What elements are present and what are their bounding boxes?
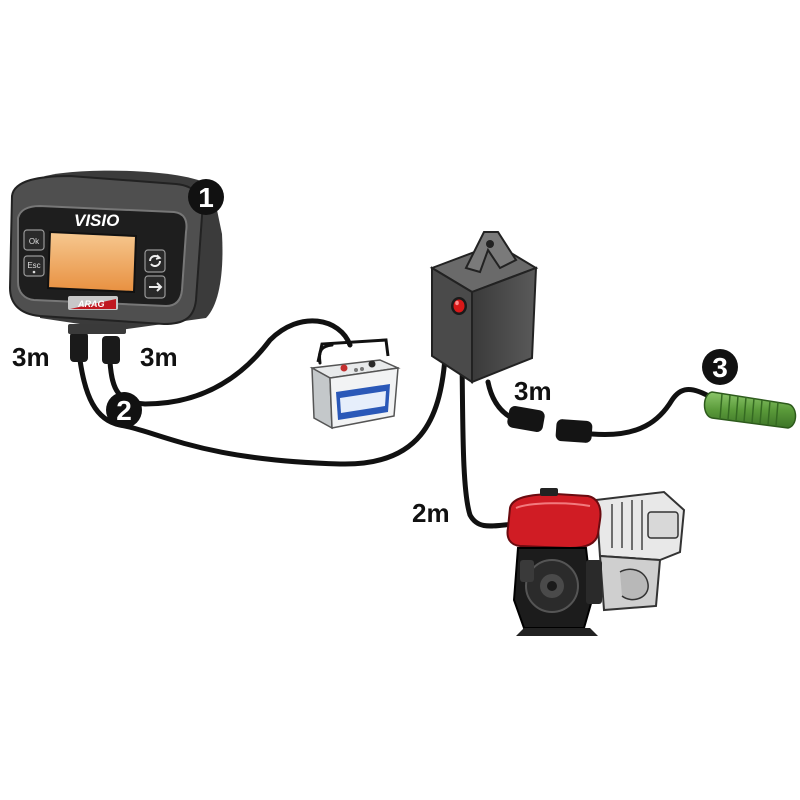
engine-pump: [506, 488, 686, 636]
ok-button[interactable]: [23, 229, 45, 251]
callout-1: 1: [188, 179, 224, 215]
fuel-cap-icon: [540, 488, 558, 496]
arrow-right-icon: [149, 282, 163, 292]
sensor-connector-b: [555, 419, 593, 443]
arag-logo-mark: [70, 299, 116, 309]
pump-outlet: [520, 560, 534, 582]
esc-dot-icon: [32, 270, 36, 274]
esc-button-label: Esc: [27, 261, 40, 270]
cable-junction-to-engine: [459, 359, 517, 529]
connector-right: [102, 336, 120, 364]
arag-logo-text: ARAG: [77, 299, 105, 309]
monitor-bottom-lip: [68, 324, 126, 334]
callout-3-number: 3: [712, 352, 728, 383]
length-label-sensor: 3m: [514, 376, 552, 406]
callout-2: 2: [106, 392, 142, 428]
fuel-tank: [506, 492, 602, 550]
proximity-sensor: [703, 391, 797, 429]
ok-button-label: Ok: [29, 237, 40, 246]
callout-2-number: 2: [116, 395, 132, 426]
callout-1-number: 1: [198, 182, 214, 213]
battery-terminal-positive: [340, 364, 348, 372]
esc-button[interactable]: [23, 255, 45, 277]
brand-visio: VISIO: [74, 211, 119, 230]
battery-terminal-negative: [368, 360, 376, 368]
sensor-connectors: [507, 405, 593, 443]
cable-monitor-to-junction: [77, 355, 448, 467]
monitor-screen: [46, 230, 138, 294]
mounting-bracket: [464, 231, 518, 274]
junction-box: [429, 231, 539, 384]
refresh-icon: [149, 254, 162, 267]
battery-handle: [316, 338, 390, 363]
length-label-right: 3m: [140, 342, 178, 372]
sensor-connector-a: [507, 405, 545, 433]
length-label-left: 3m: [12, 342, 50, 372]
monitor: Ok Esc VISIO ARAG: [8, 170, 223, 364]
callout-3: 3: [702, 349, 738, 385]
battery: [309, 338, 401, 430]
cable-sensor-connector-to-sensor: [589, 387, 715, 438]
refresh-button[interactable]: [144, 249, 166, 273]
connector-left: [70, 332, 88, 362]
length-label-engine: 2m: [412, 498, 450, 528]
